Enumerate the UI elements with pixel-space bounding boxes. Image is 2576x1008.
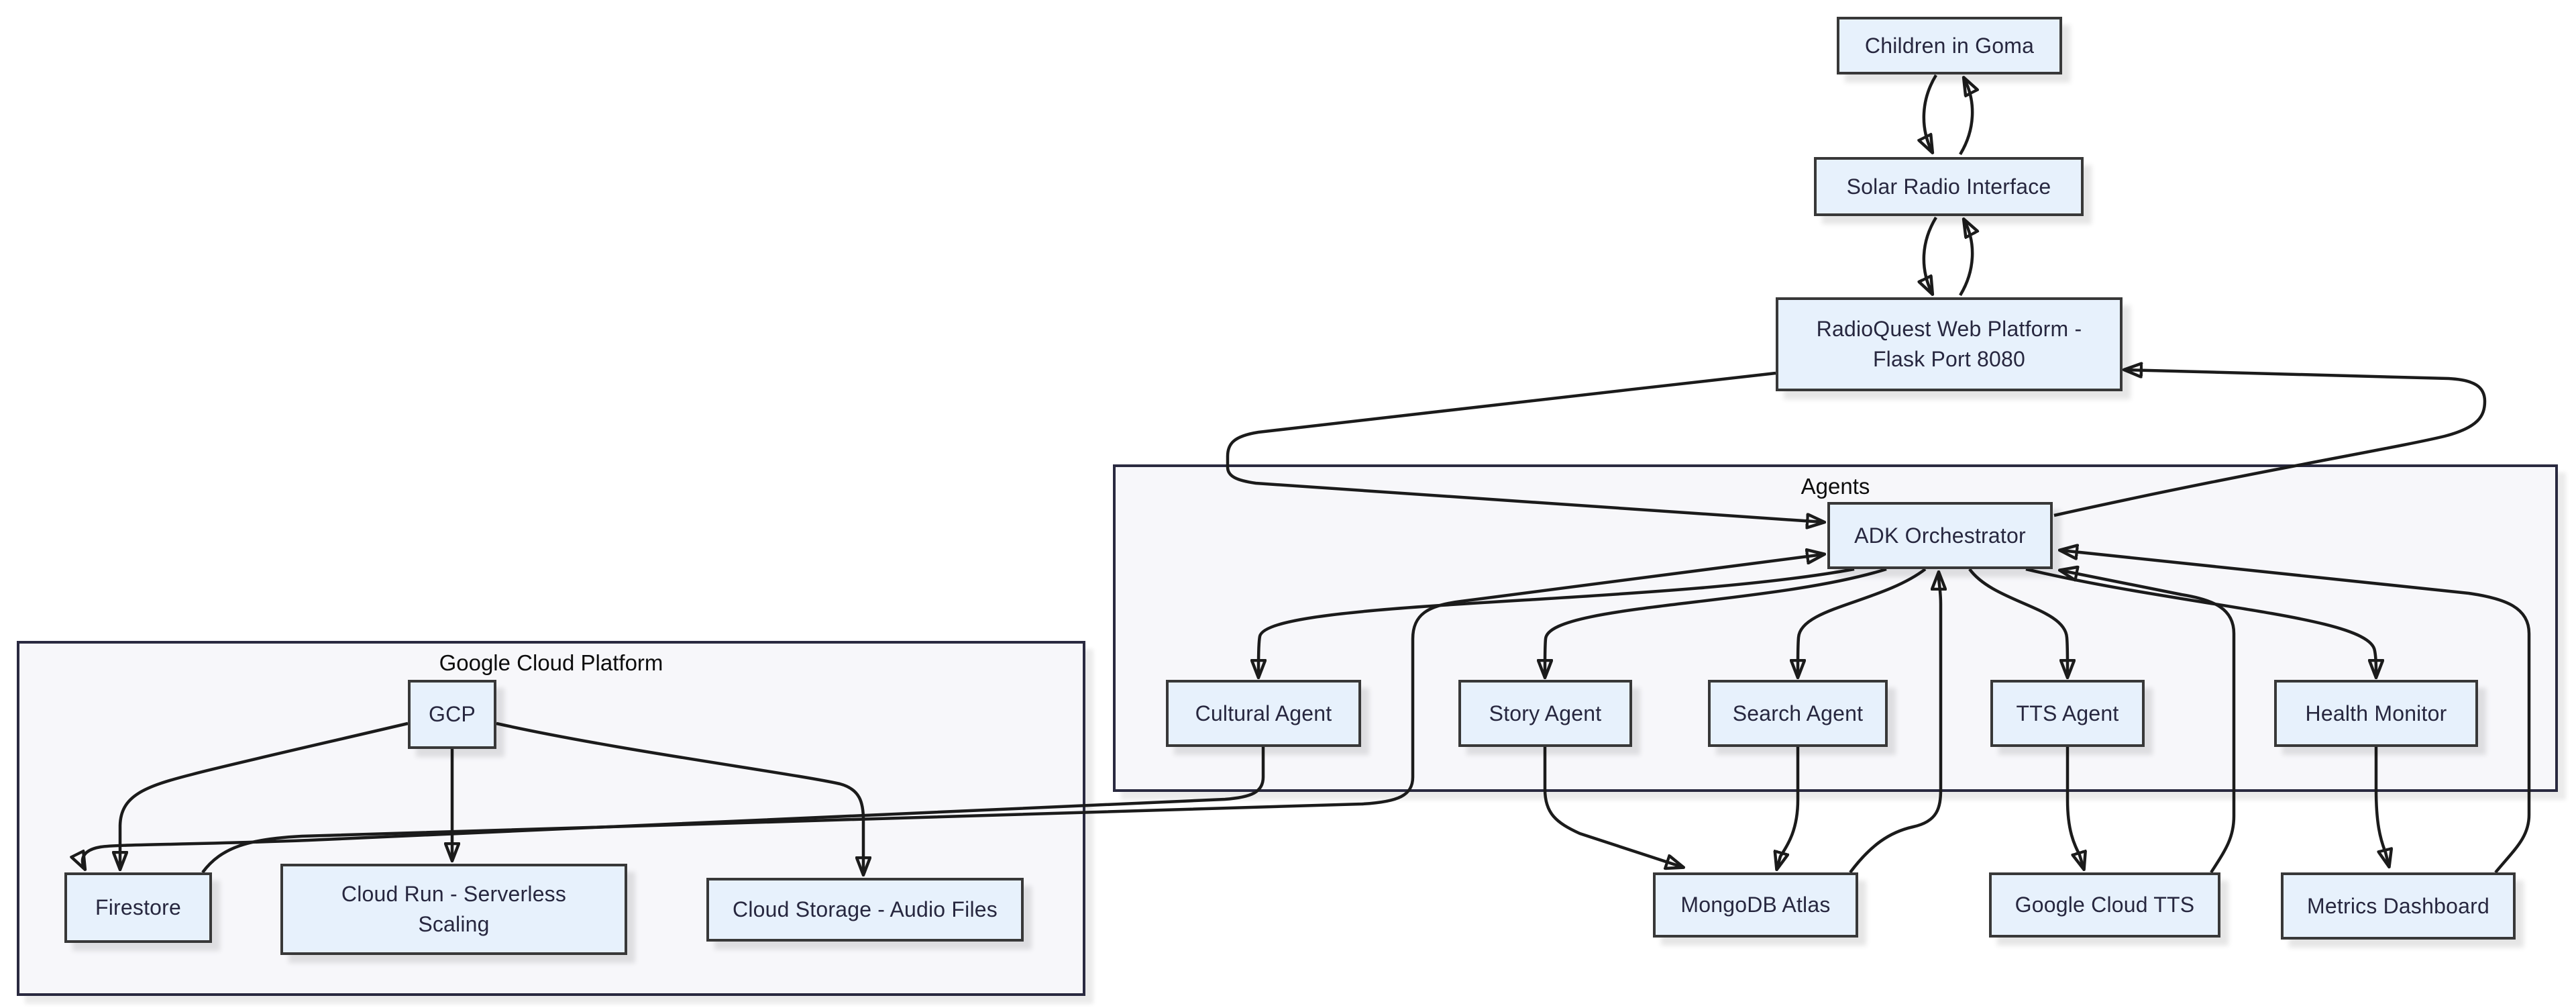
edge-tts-to-gctts <box>2065 747 2084 868</box>
edge-story-to-mongodb <box>1543 747 1682 867</box>
edge-gcp-to-firestore <box>120 721 409 868</box>
edge-solar-to-web <box>1924 216 1937 293</box>
edge-adk-to-search <box>1798 568 1927 676</box>
edge-health-to-metrics <box>2374 747 2389 866</box>
container-google-cloud-platform-label: Google Cloud Platform <box>439 650 663 675</box>
node-adk-orchestrator: ADK Orchestrator <box>1827 502 2053 569</box>
node-health-monitor: Health Monitor <box>2274 680 2478 747</box>
node-cultural-agent: Cultural Agent <box>1166 680 1361 747</box>
edge-gctts-to-adk <box>2061 570 2236 874</box>
node-metrics-dashboard: Metrics Dashboard <box>2281 872 2516 940</box>
node-children-in-goma: Children in Goma <box>1837 17 2062 74</box>
edge-adk-to-health <box>2025 567 2376 676</box>
edge-web-to-adk <box>1226 371 1823 522</box>
node-search-agent: Search Agent <box>1708 680 1888 747</box>
node-cloud-run: Cloud Run - Serverless Scaling <box>280 864 627 955</box>
edge-adk-to-cultural <box>1258 567 1855 676</box>
node-google-cloud-tts: Google Cloud TTS <box>1989 872 2220 938</box>
edge-cultural-to-firestore <box>83 747 1265 868</box>
edge-mongodb-to-adk <box>1849 573 1941 874</box>
node-solar-radio-interface: Solar Radio Interface <box>1814 157 2084 216</box>
edge-adk-to-web <box>2053 370 2487 517</box>
edge-adk-to-story <box>1545 567 1887 676</box>
edge-search-to-mongodb <box>1777 747 1800 868</box>
node-gcp: GCP <box>408 680 496 749</box>
edge-children-to-solar <box>1924 74 1937 152</box>
node-radioquest-web-platform: RadioQuest Web Platform - Flask Port 808… <box>1776 297 2123 391</box>
edge-gcp-to-cloudstorage <box>496 721 863 874</box>
edge-web-to-solar <box>1959 220 1972 297</box>
node-firestore: Firestore <box>64 872 212 943</box>
edge-firestore-to-adk <box>201 554 1823 874</box>
node-mongodb-atlas: MongoDB Atlas <box>1653 872 1858 938</box>
node-cloud-storage: Cloud Storage - Audio Files <box>706 878 1024 942</box>
node-tts-agent: TTS Agent <box>1990 680 2145 747</box>
edge-solar-to-children <box>1959 79 1972 156</box>
container-agents-label: Agents <box>1801 474 1870 499</box>
node-story-agent: Story Agent <box>1458 680 1632 747</box>
edge-metrics-to-adk <box>2061 550 2531 874</box>
edge-adk-to-tts <box>1968 568 2068 676</box>
